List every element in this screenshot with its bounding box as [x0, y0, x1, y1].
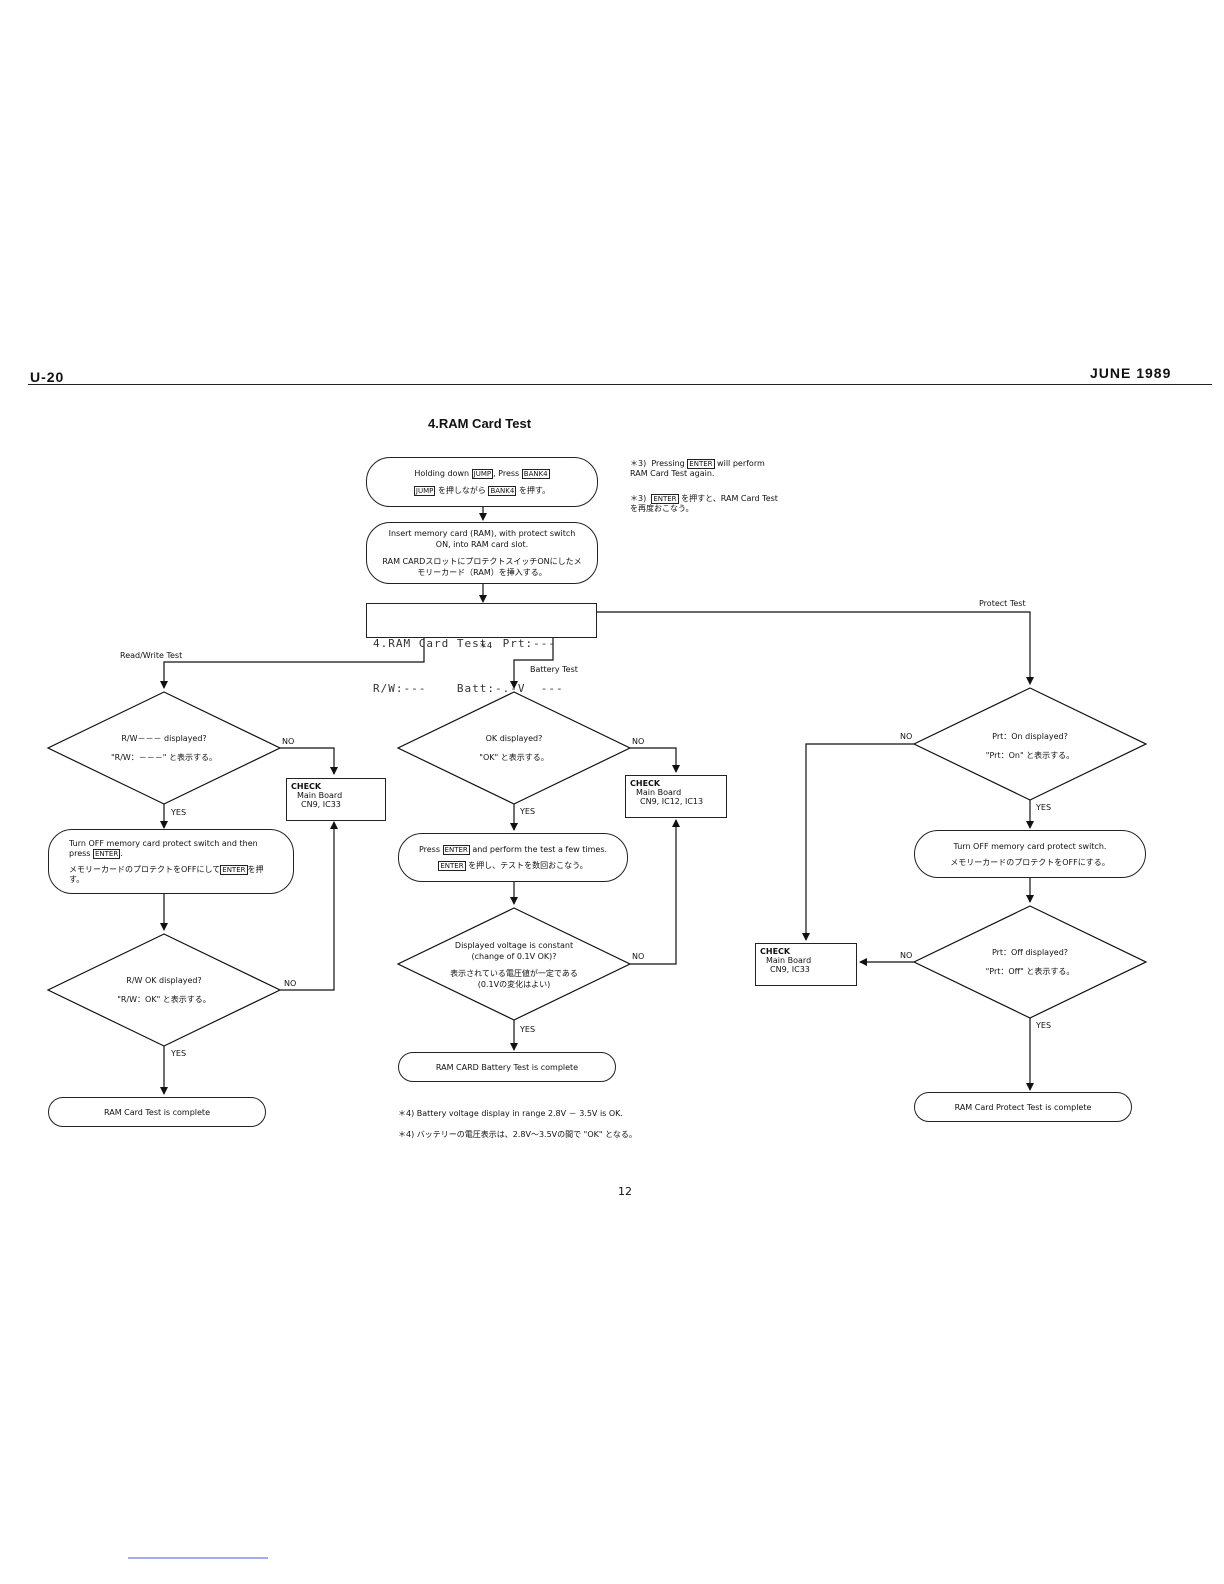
protect-branch-label: Protect Test [979, 599, 1026, 608]
prot-end-box: RAM Card Protect Test is complete [914, 1092, 1132, 1122]
page-number: 12 [618, 1185, 632, 1198]
rw-decision-2: R/W OK displayed? "R/W：OK" と表示する。 [117, 976, 211, 1004]
start-instruction-box: Holding down JUMP, Press BANK4 JUMP を押しな… [366, 457, 598, 507]
enter-key: ENTER [442, 844, 470, 855]
enter-key: ENTER [93, 848, 121, 859]
batt-d2-yes: YES [520, 1025, 536, 1034]
rw-d1-yes: YES [171, 808, 187, 817]
page-code: U-20 [30, 369, 65, 385]
prot-d2-yes: YES [1036, 1021, 1052, 1030]
note-top-1: ＊3) Pressing ENTER will perform RAM Card… [630, 459, 765, 478]
page-date: JUNE 1989 [1090, 365, 1172, 381]
rw-decision-1: R/W－－－ displayed? "R/W：－－－" と表示する。 [110, 734, 218, 762]
prot-d1-no: NO [900, 732, 913, 741]
enter-key-jp: ENTER [220, 864, 248, 875]
enter-key-jp: ENTER [438, 860, 466, 871]
batt-end-box: RAM CARD Battery Test is complete [398, 1052, 616, 1082]
battery-branch-label: Battery Test [530, 665, 578, 674]
prot-decision-1: Prt：On displayed? "Prt：On" と表示する。 [985, 732, 1075, 760]
batt-note-2: ＊4) バッテリーの電圧表示は、2.8V～3.5Vの間で "OK" となる。 [398, 1130, 637, 1139]
batt-check-box: CHECK Main Board CN9, IC12, IC13 [625, 775, 727, 818]
batt-note-1: ＊4) Battery voltage display in range 2.8… [398, 1109, 623, 1118]
batt-d2-no: NO [632, 952, 645, 961]
rw-d2-yes: YES [171, 1049, 187, 1058]
bank4-key: BANK4 [521, 468, 550, 479]
section-title: 4.RAM Card Test [428, 416, 532, 431]
batt-d1-no: NO [632, 737, 645, 746]
rw-d2-no: NO [284, 979, 297, 988]
note-top-2: ＊3) ENTER を押すと、RAM Card Testを再度おこなう。 [630, 494, 778, 513]
rw-check-box: CHECK Main Board CN9, IC33 [286, 778, 386, 821]
enter-key: ENTER [687, 459, 715, 469]
rw-end-box: RAM Card Test is complete [48, 1097, 266, 1127]
rw-d1-no: NO [282, 737, 295, 746]
insert-card-box: Insert memory card (RAM), with protect s… [366, 522, 598, 584]
prot-switch-off-box: Turn OFF memory card protect switch. メモリ… [914, 830, 1146, 878]
batt-decision-1: OK displayed? "OK" と表示する。 [479, 734, 549, 762]
rw-branch-label: Read/Write Test [120, 651, 183, 660]
rw-protect-off-box: Turn OFF memory card protect switch and … [48, 829, 294, 894]
header-rule [28, 384, 1212, 385]
prot-check-box: CHECK Main Board CN9, IC33 [755, 943, 857, 986]
batt-decision-2: Displayed voltage is constant (change of… [450, 941, 578, 989]
prot-decision-2: Prt：Off displayed? "Prt：Off" と表示する。 [985, 948, 1075, 976]
lcd-note: ＊4 [479, 641, 493, 650]
enter-key-jp: ENTER [651, 494, 679, 504]
jump-key: JUMP [471, 468, 494, 479]
batt-d1-yes: YES [520, 807, 536, 816]
bank4-key-jp: BANK4 [488, 485, 517, 496]
batt-repeat-box: Press ENTER and perform the test a few t… [398, 833, 628, 882]
prot-d1-yes: YES [1036, 803, 1052, 812]
lcd-display: 4.RAM Card Test Prt:--- R/W:--- Batt:-.-… [366, 603, 597, 695]
prot-d2-no: NO [900, 951, 913, 960]
jump-key-jp: JUMP [413, 485, 436, 496]
